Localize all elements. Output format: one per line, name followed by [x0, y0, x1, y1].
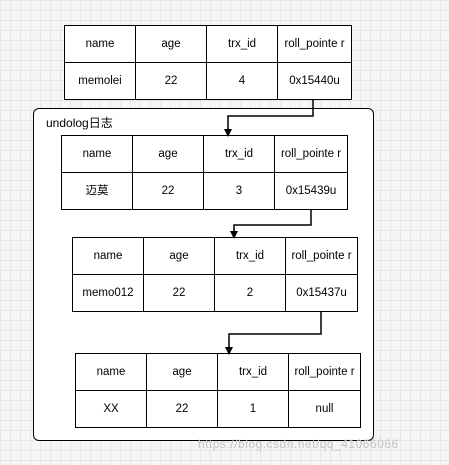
- record-table-current: name age trx_id roll_pointe r memolei 22…: [64, 25, 352, 100]
- value-trx-id: 2: [214, 274, 286, 312]
- record-header-row: name age trx_id roll_pointe r: [75, 353, 361, 391]
- value-age: 22: [143, 274, 215, 312]
- header-roll-pointer: roll_pointe r: [274, 135, 348, 173]
- record-table-undo-3: name age trx_id roll_pointe r XX 22 1 nu…: [75, 353, 361, 428]
- header-roll-pointer: roll_pointe r: [288, 353, 361, 391]
- header-name: name: [61, 135, 133, 173]
- header-roll-pointer: roll_pointe r: [277, 25, 352, 63]
- record-value-row: 迈莫 22 3 0x15439u: [61, 172, 348, 210]
- record-value-row: XX 22 1 null: [75, 390, 361, 428]
- header-age: age: [135, 25, 207, 63]
- header-name: name: [72, 237, 144, 275]
- value-roll-pointer: 0x15439u: [274, 172, 348, 210]
- record-table-undo-1: name age trx_id roll_pointe r 迈莫 22 3 0x…: [61, 135, 348, 210]
- value-roll-pointer: null: [288, 390, 361, 428]
- value-name: XX: [75, 390, 147, 428]
- value-trx-id: 1: [217, 390, 289, 428]
- value-age: 22: [135, 62, 207, 100]
- header-trx-id: trx_id: [203, 135, 275, 173]
- record-header-row: name age trx_id roll_pointe r: [72, 237, 358, 275]
- value-name: memolei: [64, 62, 136, 100]
- header-name: name: [64, 25, 136, 63]
- header-name: name: [75, 353, 147, 391]
- header-trx-id: trx_id: [217, 353, 289, 391]
- value-trx-id: 3: [203, 172, 275, 210]
- record-table-undo-2: name age trx_id roll_pointe r memo012 22…: [72, 237, 358, 312]
- header-roll-pointer: roll_pointe r: [285, 237, 358, 275]
- value-name: memo012: [72, 274, 144, 312]
- value-trx-id: 4: [206, 62, 278, 100]
- record-header-row: name age trx_id roll_pointe r: [64, 25, 352, 63]
- value-age: 22: [132, 172, 204, 210]
- value-age: 22: [146, 390, 218, 428]
- value-roll-pointer: 0x15440u: [277, 62, 352, 100]
- header-age: age: [146, 353, 218, 391]
- record-header-row: name age trx_id roll_pointe r: [61, 135, 348, 173]
- value-roll-pointer: 0x15437u: [285, 274, 358, 312]
- undolog-group-label: undolog日志: [46, 116, 113, 130]
- value-name: 迈莫: [61, 172, 133, 210]
- record-value-row: memolei 22 4 0x15440u: [64, 62, 352, 100]
- header-trx-id: trx_id: [206, 25, 278, 63]
- header-trx-id: trx_id: [214, 237, 286, 275]
- watermark-text: https://blog.csdn.net/qq_41066066: [198, 437, 399, 451]
- header-age: age: [143, 237, 215, 275]
- header-age: age: [132, 135, 204, 173]
- record-value-row: memo012 22 2 0x15437u: [72, 274, 358, 312]
